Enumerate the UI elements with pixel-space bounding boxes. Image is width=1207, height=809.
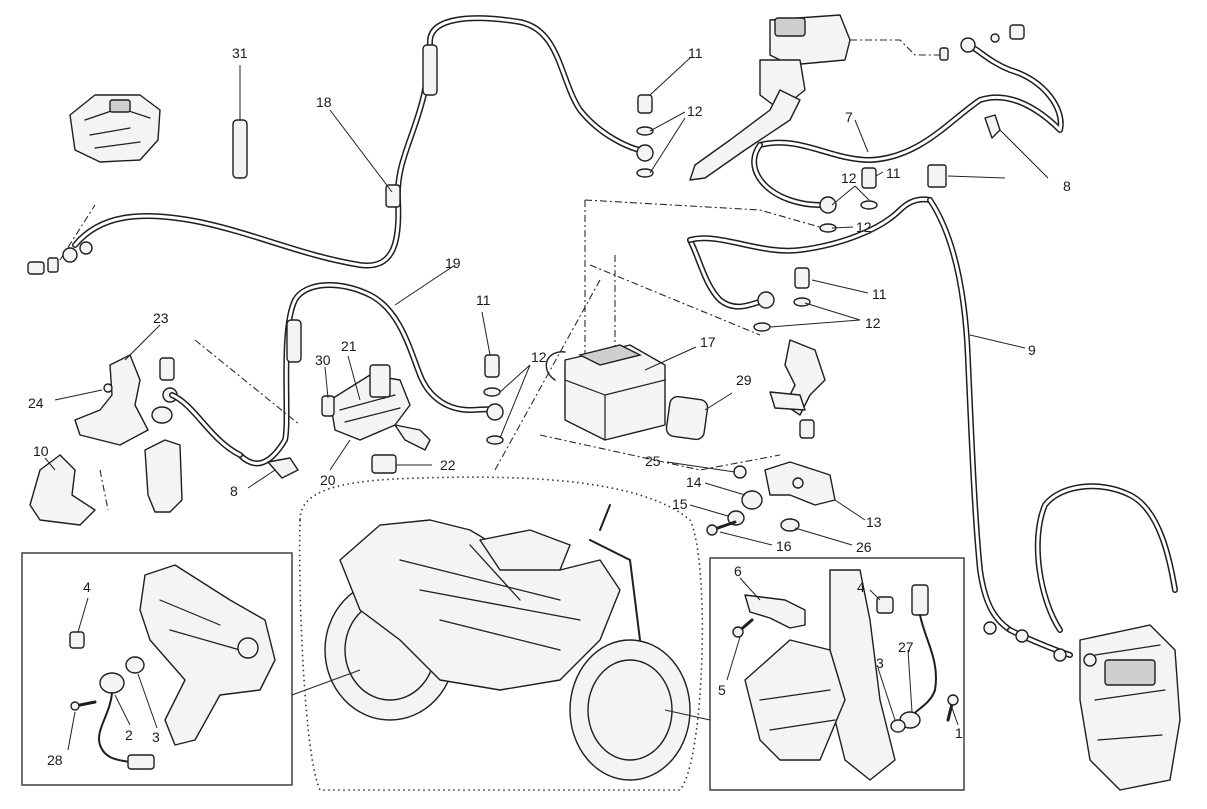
banjo-bolt-group-right-upper <box>819 167 878 233</box>
callout-11-d: 11 <box>476 292 491 308</box>
washer-3-front <box>890 719 906 733</box>
callout-31: 31 <box>232 45 248 61</box>
brake-hose-7 <box>751 42 1064 208</box>
brake-hose-18 <box>72 15 653 269</box>
callout-9: 9 <box>1028 342 1036 358</box>
callout-28: 28 <box>47 752 63 768</box>
callout-12-e: 12 <box>531 349 547 365</box>
brake-hose-19 <box>237 282 503 467</box>
fitting-21 <box>369 364 391 398</box>
front-inset-pointer <box>664 709 711 721</box>
hose-sleeve-31 <box>232 119 248 179</box>
fork-leg-and-caliper-mount <box>744 569 896 781</box>
brake-hose-9 <box>927 197 1178 658</box>
callout-7: 7 <box>845 109 853 125</box>
front-brake-lever <box>689 89 801 181</box>
handlebar-switch-housing <box>69 94 161 163</box>
screw-1 <box>946 694 959 722</box>
front-speed-sensor-27 <box>899 584 937 729</box>
callout-30: 30 <box>315 352 331 368</box>
screw-5-front <box>732 618 754 638</box>
callout-19: 19 <box>445 255 461 271</box>
callout-12-a: 12 <box>687 103 703 119</box>
callout-12-b: 12 <box>841 170 857 186</box>
callout-16: 16 <box>776 538 792 554</box>
screw-24 <box>103 383 113 393</box>
nut-4-rear <box>69 631 85 649</box>
screw-28 <box>70 700 97 711</box>
callout-5: 5 <box>718 682 726 698</box>
callout-18: 18 <box>316 94 332 110</box>
callout-11-a: 11 <box>688 45 703 61</box>
callout-12-c: 12 <box>856 219 872 235</box>
screw-16 <box>706 520 737 536</box>
callout-12-d: 12 <box>865 315 881 331</box>
callout-10: 10 <box>33 443 49 459</box>
rubber-mount-14 <box>741 490 763 510</box>
callout-26: 26 <box>856 539 872 555</box>
rear-speed-sensor-2 <box>98 672 155 770</box>
callout-13: 13 <box>866 514 882 530</box>
sensor-bracket-6 <box>744 594 806 629</box>
rear-wheel-speed-sensor-inset <box>21 552 293 786</box>
callout-21: 21 <box>341 338 357 354</box>
callout-4-b: 4 <box>857 579 865 595</box>
callout-25: 25 <box>645 453 661 469</box>
banjo-bolt-group-center <box>483 354 504 445</box>
heel-guard-10 <box>29 454 96 526</box>
bolt-30 <box>321 395 335 417</box>
callout-numbers: 31 18 19 11 12 7 12 11 8 12 11 12 9 11 1… <box>28 45 1071 768</box>
sensor-22 <box>371 454 397 474</box>
callout-8-b: 8 <box>230 483 238 499</box>
master-cylinder-banjo-parts <box>939 24 1025 61</box>
brake-hose-pump-link <box>687 196 933 310</box>
callout-leader-lines <box>44 57 1049 751</box>
callout-29: 29 <box>736 372 752 388</box>
callout-15: 15 <box>672 496 688 512</box>
nut-4-front <box>876 596 894 614</box>
nut-25 <box>733 465 747 479</box>
abs-modulator-17 <box>545 344 666 441</box>
callout-24: 24 <box>28 395 44 411</box>
callout-22: 22 <box>440 457 456 473</box>
motorcycle-overview <box>298 476 704 791</box>
callout-3-a: 3 <box>152 729 160 745</box>
callout-3-b: 3 <box>876 655 884 671</box>
callout-14: 14 <box>686 474 702 490</box>
rear-caliper-bracket <box>139 564 276 746</box>
abs-pad-29 <box>665 395 709 441</box>
banjo-bolt-group-top <box>636 94 654 178</box>
callout-20: 20 <box>320 472 336 488</box>
rear-inset-pointer <box>291 669 361 696</box>
callout-27: 27 <box>898 639 914 655</box>
front-brake-caliper <box>983 621 1181 791</box>
banjo-bolt-group-right-lower <box>753 267 811 332</box>
callout-8-a: 8 <box>1063 178 1071 194</box>
callout-2: 2 <box>125 727 133 743</box>
front-master-cylinder <box>759 14 851 111</box>
callout-6: 6 <box>734 563 742 579</box>
abs-mounting-bracket <box>769 339 826 439</box>
clip-8-left <box>267 457 299 479</box>
rear-master-cylinder <box>144 357 183 513</box>
assembly-dashed-lines <box>59 39 945 511</box>
abs-support-bracket-13 <box>764 461 836 506</box>
washer-3-rear <box>125 656 145 674</box>
front-wheel-speed-sensor-inset <box>709 557 965 791</box>
rear-master-hose <box>169 392 243 458</box>
left-banjo-fittings <box>27 241 93 275</box>
callout-11-b: 11 <box>886 165 901 181</box>
callout-23: 23 <box>153 310 169 326</box>
callout-1: 1 <box>955 725 963 741</box>
bracket-23 <box>74 354 149 446</box>
callout-11-c: 11 <box>872 286 887 302</box>
callout-17: 17 <box>700 334 716 350</box>
nut-26 <box>780 518 800 532</box>
callout-4-a: 4 <box>83 579 91 595</box>
